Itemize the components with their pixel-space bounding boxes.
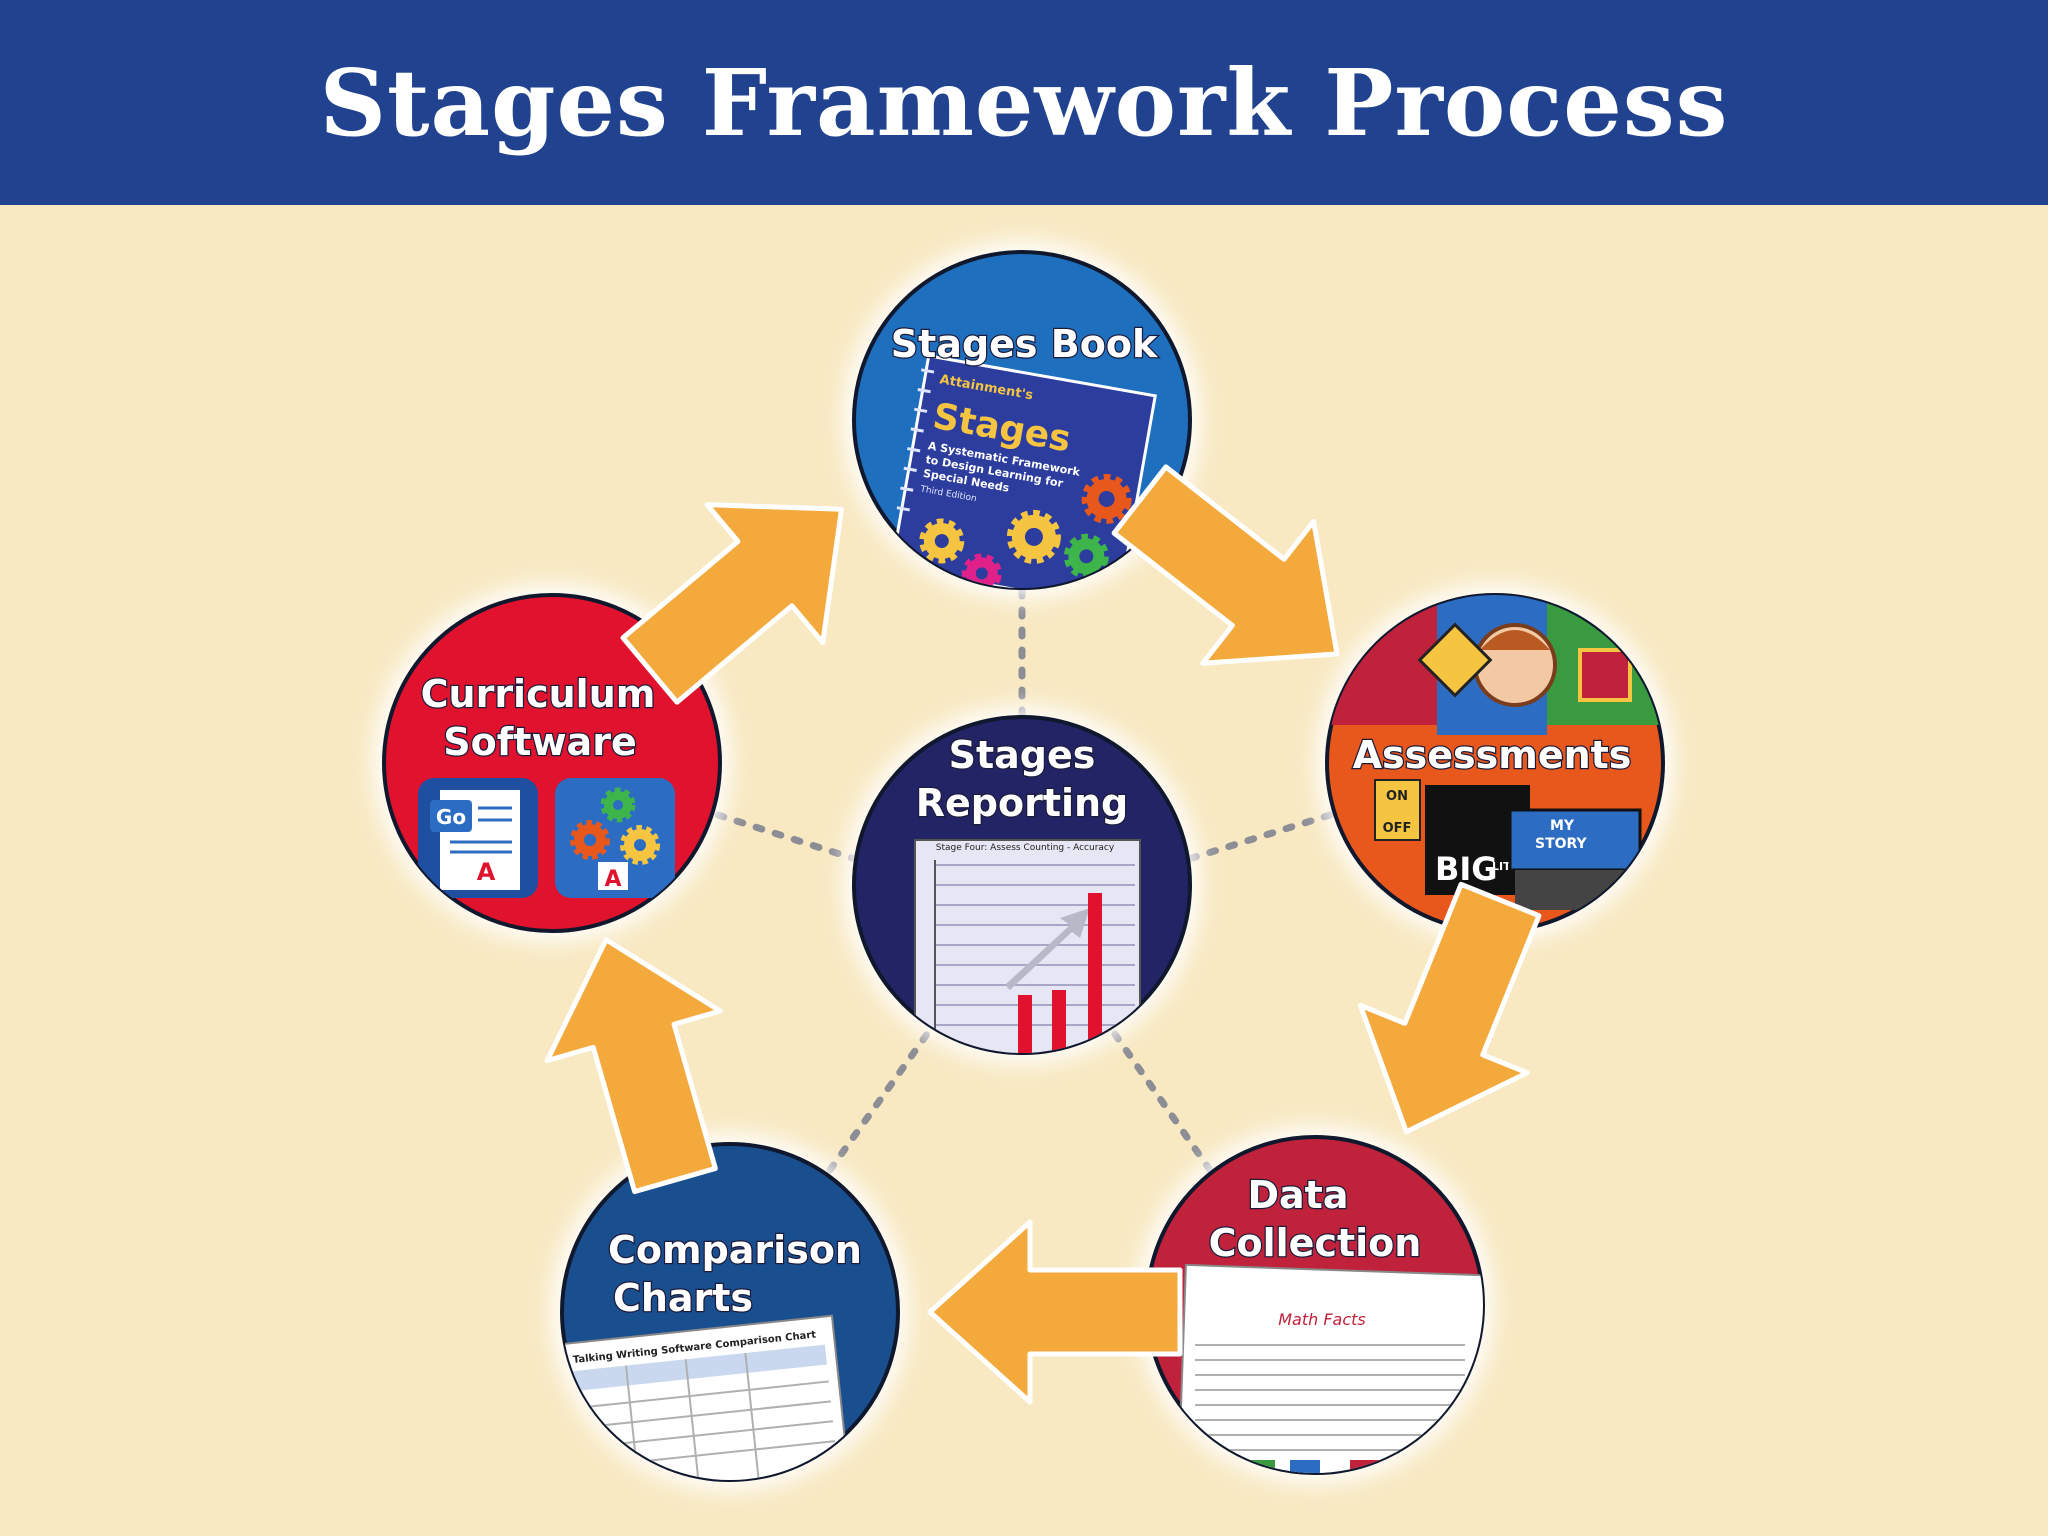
data-collection-label-1: Data — [1248, 1173, 1349, 1217]
gear-icon — [1063, 533, 1109, 579]
gear-icon — [919, 518, 965, 564]
spoke-bottom-left — [826, 1026, 934, 1174]
report-chart-image: Stage Four: Assess Counting - Accuracy — [914, 839, 1141, 1053]
title-bar: Stages Framework Process — [0, 0, 2048, 205]
page-title: Stages Framework Process — [319, 48, 1729, 157]
data-collection-label-2: Collection — [1209, 1221, 1422, 1265]
node-assessments[interactable]: ON OFF BIG LITTLE MY STORY Assessments — [1325, 593, 1667, 933]
sign-on: ON — [1386, 789, 1408, 804]
app-icon-gears: A — [555, 778, 675, 898]
node-curriculum-software[interactable]: Go A — [382, 593, 722, 933]
spoke-right — [1188, 811, 1334, 862]
my-story-card — [1508, 808, 1642, 872]
arrow-assessments-to-data — [1357, 881, 1542, 1135]
comparison-charts-label-2: Charts — [613, 1276, 753, 1320]
node-comparison-charts[interactable]: Talking Writing Software Comparison Char… — [553, 1142, 900, 1514]
sign-big: BIG — [1435, 850, 1498, 888]
sign-off: OFF — [1383, 821, 1412, 836]
arrow-comparison-to-curriculum — [544, 937, 723, 1195]
curriculum-software-label-1: Curriculum — [421, 672, 656, 716]
gear-icon — [570, 820, 610, 860]
comparison-charts-label-1: Comparison — [608, 1228, 862, 1272]
app-icon-go-write: Go A — [418, 778, 538, 898]
data-sheet-title: Math Facts — [1278, 1310, 1366, 1329]
stages-reporting-label-1: Stages — [949, 733, 1096, 777]
crossing-sign-icon — [1417, 622, 1493, 698]
node-stages-reporting[interactable]: Stage Four: Assess Counting - Accuracy S… — [852, 715, 1192, 1055]
curriculum-software-label-2: Software — [443, 720, 636, 764]
assessments-label: Assessments — [1353, 733, 1632, 777]
arrow-book-to-assessments — [1111, 464, 1340, 666]
node-data-collection[interactable]: Math Facts Data Collection — [1145, 1135, 1486, 1495]
node-stages-book[interactable]: Attainment's Stages A Systematic Framewo… — [852, 250, 1192, 613]
spoke-lines — [714, 586, 1334, 1174]
spoke-bottom-right — [1108, 1026, 1214, 1174]
report-chart-caption: Stage Four: Assess Counting - Accuracy — [936, 843, 1115, 853]
sign-my: MY — [1550, 818, 1575, 834]
stages-book-label: Stages Book — [891, 322, 1158, 366]
block-icon — [1578, 648, 1632, 702]
switch-sign — [1374, 779, 1421, 841]
spoke-left — [714, 811, 856, 862]
arrow-data-to-comparison — [927, 1219, 1183, 1405]
gear-icon — [620, 825, 660, 865]
gear-icon — [600, 787, 636, 823]
app1-letter: A — [477, 858, 496, 886]
stages-reporting-label-2: Reporting — [916, 781, 1129, 825]
sign-story: STORY — [1535, 836, 1588, 852]
app2-letter: A — [604, 867, 621, 892]
book-cover-image: Attainment's Stages A Systematic Framewo… — [889, 354, 1157, 588]
go-badge: Go — [436, 805, 466, 829]
process-diagram: Attainment's Stages A Systematic Framewo… — [372, 240, 1675, 1514]
gear-icon — [1006, 509, 1061, 564]
data-sheet-image: Math Facts — [1177, 1263, 1483, 1473]
arrow-curriculum-to-book — [620, 502, 845, 705]
gear-icon — [1081, 473, 1132, 524]
